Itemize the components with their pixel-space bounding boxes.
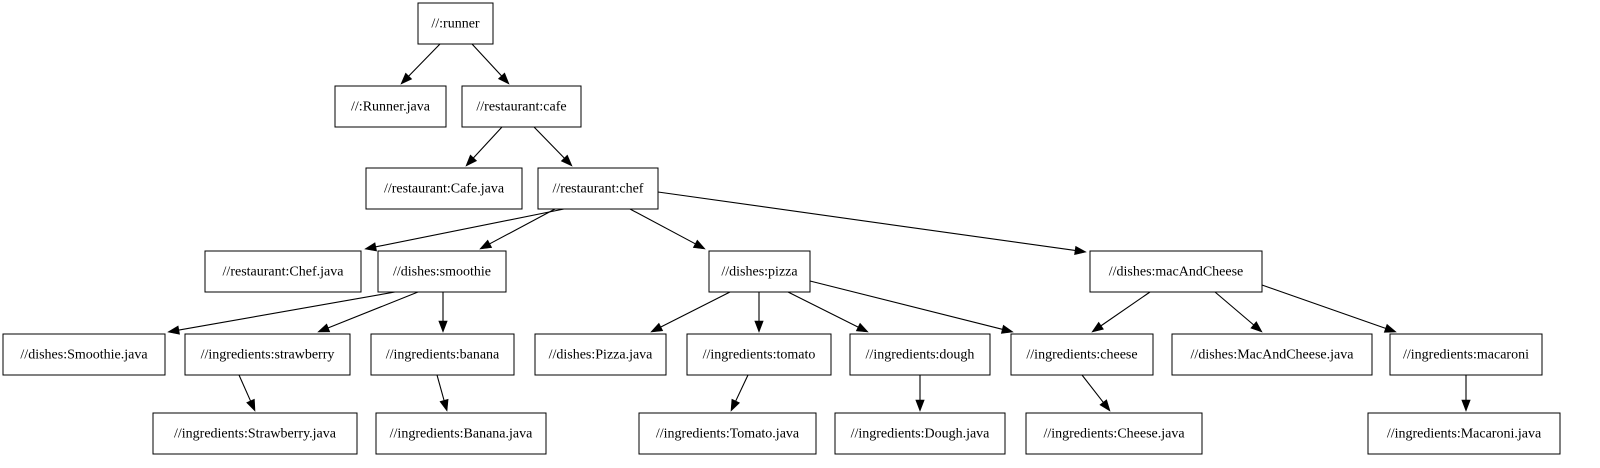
graph-node[interactable]: //dishes:Smoothie.java: [2, 333, 166, 376]
graph-node[interactable]: //restaurant:Cafe.java: [365, 167, 523, 210]
graph-node[interactable]: //:runner: [417, 2, 494, 45]
graph-node[interactable]: //dishes:pizza: [708, 250, 811, 293]
graph-edge: [465, 126, 503, 167]
edges-layer: [167, 43, 1471, 412]
graph-node[interactable]: //ingredients:banana: [370, 333, 515, 376]
graph-edge: [657, 191, 1087, 256]
graph-node-label: //ingredients:dough: [866, 348, 975, 363]
graph-edge: [533, 126, 573, 167]
graph-node-label: //restaurant:Chef.java: [223, 265, 345, 280]
graph-edge: [915, 375, 925, 412]
graph-edge: [400, 43, 441, 85]
graph-edge: [479, 208, 556, 250]
graph-node[interactable]: //ingredients:Banana.java: [375, 412, 547, 455]
graph-edge: [167, 291, 396, 335]
graph-edge: [1091, 291, 1151, 333]
graph-node[interactable]: //ingredients:macaroni: [1389, 333, 1543, 376]
graph-node-label: //:Runner.java: [351, 100, 431, 115]
graph-edge: [436, 374, 449, 412]
graph-node[interactable]: //dishes:smoothie: [377, 250, 507, 293]
graph-node-label: //dishes:MacAndCheese.java: [1191, 348, 1355, 363]
graph-node[interactable]: //:Runner.java: [334, 85, 447, 128]
graph-node-label: //restaurant:cafe: [476, 100, 566, 115]
graph-node[interactable]: //ingredients:Tomato.java: [638, 412, 817, 455]
nodes-layer: //:runner //:Runner.java //restaurant:cafe…: [2, 2, 1561, 455]
graph-edge: [1081, 374, 1111, 412]
graph-node-label: //ingredients:Cheese.java: [1043, 427, 1185, 442]
graph-node[interactable]: //dishes:MacAndCheese.java: [1171, 333, 1373, 376]
graph-node[interactable]: //ingredients:strawberry: [184, 333, 351, 376]
graph-node[interactable]: //ingredients:Dough.java: [834, 412, 1006, 455]
graph-node-label: //restaurant:chef: [553, 182, 644, 197]
graph-node-label: //:runner: [431, 17, 480, 32]
graph-node[interactable]: //ingredients:Macaroni.java: [1367, 412, 1561, 455]
graph-node[interactable]: //restaurant:Chef.java: [204, 250, 362, 293]
graph-edge: [364, 208, 565, 252]
graph-edge: [809, 280, 1014, 334]
graph-node-label: //dishes:Smoothie.java: [20, 348, 148, 363]
graph-node[interactable]: //dishes:macAndCheese: [1089, 250, 1263, 293]
graph-edge: [754, 292, 764, 333]
graph-edge: [238, 374, 256, 412]
graph-node-label: //dishes:pizza: [721, 265, 798, 280]
graph-edge: [650, 291, 731, 333]
graph-edge: [629, 208, 706, 250]
graph-node-label: //dishes:smoothie: [393, 265, 491, 280]
graph-node-label: //ingredients:Tomato.java: [656, 427, 800, 442]
graph-node[interactable]: //ingredients:Strawberry.java: [152, 412, 358, 455]
graph-node-label: //ingredients:strawberry: [201, 348, 335, 363]
graph-edge: [1461, 375, 1471, 412]
graph-node[interactable]: //dishes:Pizza.java: [534, 333, 667, 376]
graph-edge: [1261, 284, 1397, 333]
graph-node-label: //ingredients:Strawberry.java: [174, 427, 337, 442]
graph-edge: [1214, 291, 1263, 333]
graph-node[interactable]: //ingredients:tomato: [686, 333, 832, 376]
graph-node-label: //ingredients:cheese: [1026, 348, 1137, 363]
graph-edge: [317, 291, 419, 333]
graph-node-label: //ingredients:Banana.java: [390, 427, 533, 442]
graph-node[interactable]: //ingredients:dough: [849, 333, 991, 376]
graph-node-label: //ingredients:Macaroni.java: [1387, 427, 1542, 442]
graph-node-label: //ingredients:tomato: [703, 348, 816, 363]
graph-edge: [438, 292, 448, 333]
graph-node[interactable]: //restaurant:cafe: [461, 85, 582, 128]
graph-edge: [471, 43, 510, 85]
graph-edge: [730, 374, 749, 412]
graph-node-label: //ingredients:Dough.java: [851, 427, 991, 442]
graph-node-label: //ingredients:macaroni: [1403, 348, 1529, 363]
graph-node[interactable]: //ingredients:Cheese.java: [1025, 412, 1203, 455]
graph-node[interactable]: //ingredients:cheese: [1010, 333, 1154, 376]
graph-edge: [787, 291, 869, 333]
graph-node-label: //restaurant:Cafe.java: [384, 182, 505, 197]
graph-node[interactable]: //restaurant:chef: [537, 167, 659, 210]
graph-node-label: //ingredients:banana: [386, 348, 500, 363]
graph-node-label: //dishes:Pizza.java: [549, 348, 654, 363]
graph-node-label: //dishes:macAndCheese: [1109, 265, 1244, 280]
